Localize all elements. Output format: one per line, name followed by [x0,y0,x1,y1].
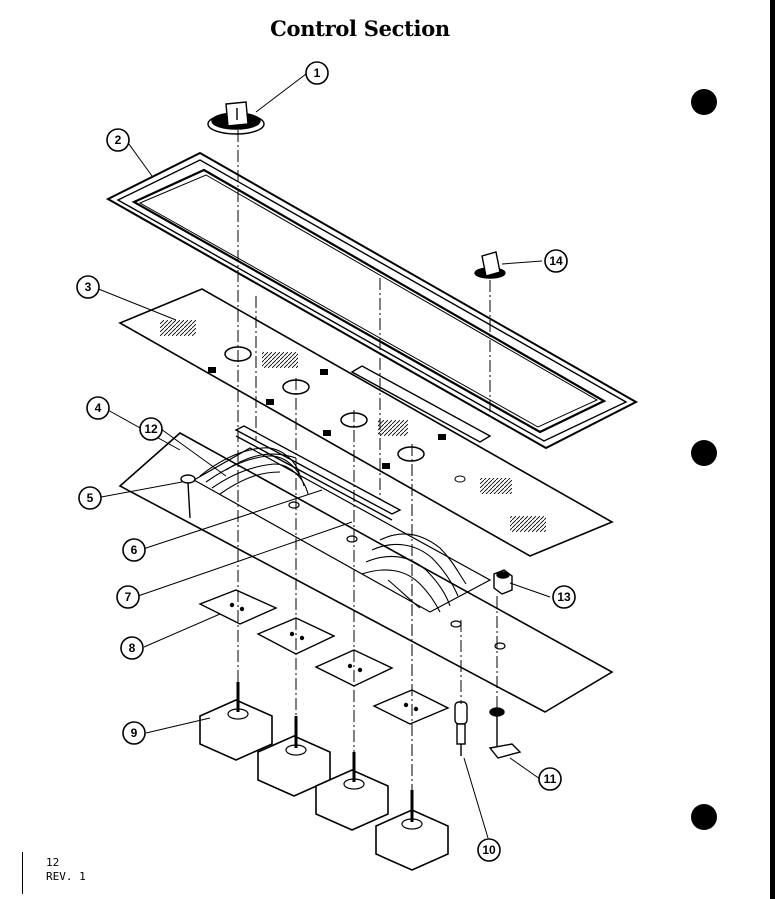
indicator-light [454,701,468,756]
svg-text:8: 8 [129,641,136,655]
svg-text:13: 13 [557,590,571,604]
svg-text:9: 9 [131,726,138,740]
wiring-harness [199,447,467,613]
binder-hole-bottom [691,804,717,830]
page-footer: 12 REV. 1 [46,856,86,884]
callouts: 1 2 3 4 5 6 7 8 9 10 11 12 13 14 [76,61,576,862]
svg-text:3: 3 [85,280,92,294]
svg-text:6: 6 [131,543,138,557]
spacer-nut [493,569,513,595]
callout-4: 4 [86,396,110,420]
insulator-pads [198,589,450,725]
ground-terminal [488,707,522,759]
screw [180,474,196,519]
page-title: Control Section [270,16,450,41]
svg-text:12: 12 [144,422,158,436]
callout-11: 11 [538,767,562,791]
page-number: 12 [46,856,60,869]
svg-text:10: 10 [482,843,496,857]
callout-7: 7 [116,585,140,609]
infinite-switches [199,699,449,871]
callout-6: 6 [122,538,146,562]
svg-text:1: 1 [314,66,321,80]
console-trim-frame [105,151,639,450]
svg-text:2: 2 [115,133,122,147]
svg-text:11: 11 [544,772,557,786]
svg-text:7: 7 [125,590,132,604]
revision-label: REV. 1 [46,870,86,883]
control-knob [207,101,265,135]
binder-hole-top [691,89,717,115]
control-panel-overlay [118,288,614,557]
callout-9: 9 [122,721,146,745]
switch-shafts [236,682,414,822]
svg-text:14: 14 [549,254,563,268]
assembly-lines [237,130,498,794]
callout-2: 2 [106,128,130,152]
control-bracket [118,432,614,713]
binder-hole-middle [691,440,717,466]
callout-1: 1 [305,61,329,85]
svg-text:5: 5 [87,491,94,505]
mounting-rail [234,425,402,521]
small-knob [474,251,506,279]
callout-8: 8 [120,636,144,660]
callout-13: 13 [552,585,576,609]
callout-14: 14 [544,249,568,273]
svg-text:4: 4 [95,401,102,415]
callout-12: 12 [139,417,163,441]
callout-5: 5 [78,486,102,510]
callout-3: 3 [76,275,100,299]
margin-rule [22,852,23,894]
page-edge-bar [770,0,775,899]
callout-10: 10 [477,838,501,862]
